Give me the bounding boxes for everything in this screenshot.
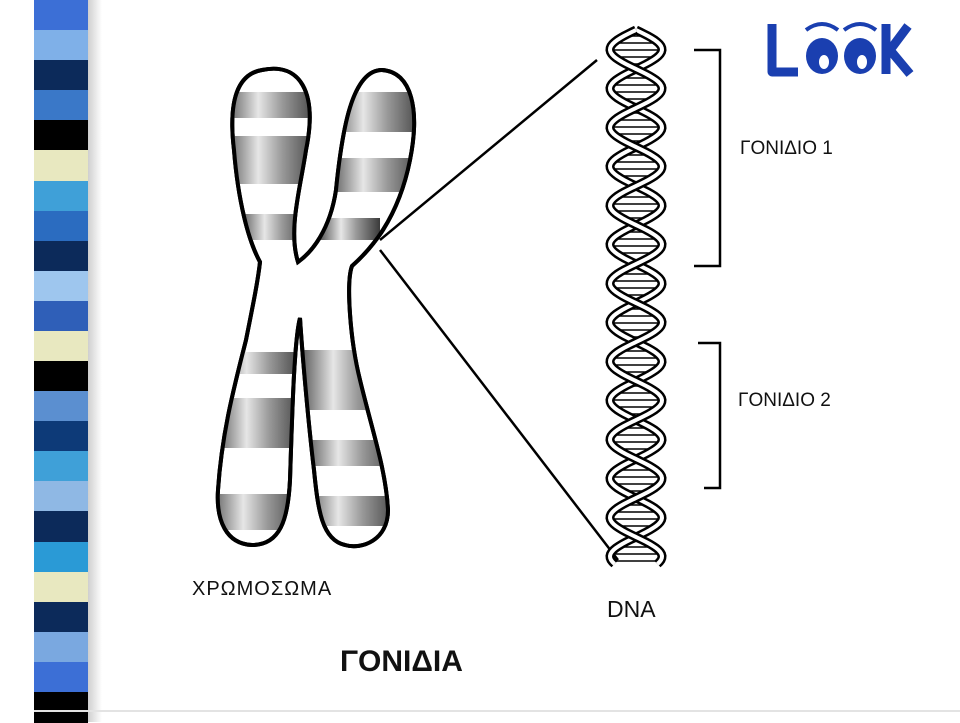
stripe-segment — [34, 240, 88, 272]
gene-2-bracket — [698, 341, 722, 490]
stripe-segment — [34, 150, 88, 182]
look-logo — [767, 22, 914, 77]
decorative-stripe-bar — [34, 0, 88, 723]
stripe-segment — [34, 571, 88, 603]
stripe-segment — [34, 0, 88, 32]
bottom-divider — [34, 710, 960, 712]
stripe-bar-shadow — [88, 0, 102, 722]
stripe-segment — [34, 300, 88, 332]
stripe-segment — [34, 391, 88, 423]
chromosome-band — [225, 92, 320, 118]
stripe-segment — [34, 601, 88, 633]
stripe-segment — [34, 481, 88, 513]
gene-2-label: ΓΟΝΙΔΙΟ 2 — [738, 390, 831, 411]
chromosome-band — [217, 352, 305, 374]
zoom-line-top — [379, 59, 598, 241]
stripe-segment — [34, 361, 88, 393]
stripe-segment — [34, 691, 88, 723]
stripe-segment — [34, 330, 88, 362]
stripe-segment — [34, 451, 88, 483]
stripe-segment — [34, 511, 88, 543]
dna-strand-b-highlight — [607, 28, 665, 566]
stripe-segment — [34, 661, 88, 693]
stripe-segment — [34, 270, 88, 302]
chromosome-band — [320, 218, 380, 240]
zoom-line-bottom — [379, 249, 619, 561]
stripe-segment — [34, 90, 88, 122]
stripe-segment — [34, 180, 88, 212]
stripe-segment — [34, 30, 88, 62]
gene-1-label: ΓΟΝΙΔΙΟ 1 — [740, 138, 833, 159]
chromosome-band — [305, 440, 400, 466]
chromosome-illustration — [215, 66, 417, 549]
page-title: ΓΟΝΙΔΙΑ — [340, 645, 463, 678]
stripe-segment — [34, 120, 88, 152]
dna-strand-a-highlight — [607, 28, 665, 566]
chromosome-band — [300, 350, 395, 410]
chromosome-band — [330, 158, 415, 192]
chromosome-label: ΧΡΩΜΟΣΩΜΑ — [192, 578, 333, 600]
dna-double-helix — [605, 25, 667, 568]
stripe-segment — [34, 631, 88, 663]
stripe-segment — [34, 541, 88, 573]
stripe-segment — [34, 60, 88, 92]
gene-1-bracket — [694, 48, 722, 268]
stripe-segment — [34, 210, 88, 242]
stripe-segment — [34, 421, 88, 453]
dna-label: DNA — [607, 596, 656, 622]
